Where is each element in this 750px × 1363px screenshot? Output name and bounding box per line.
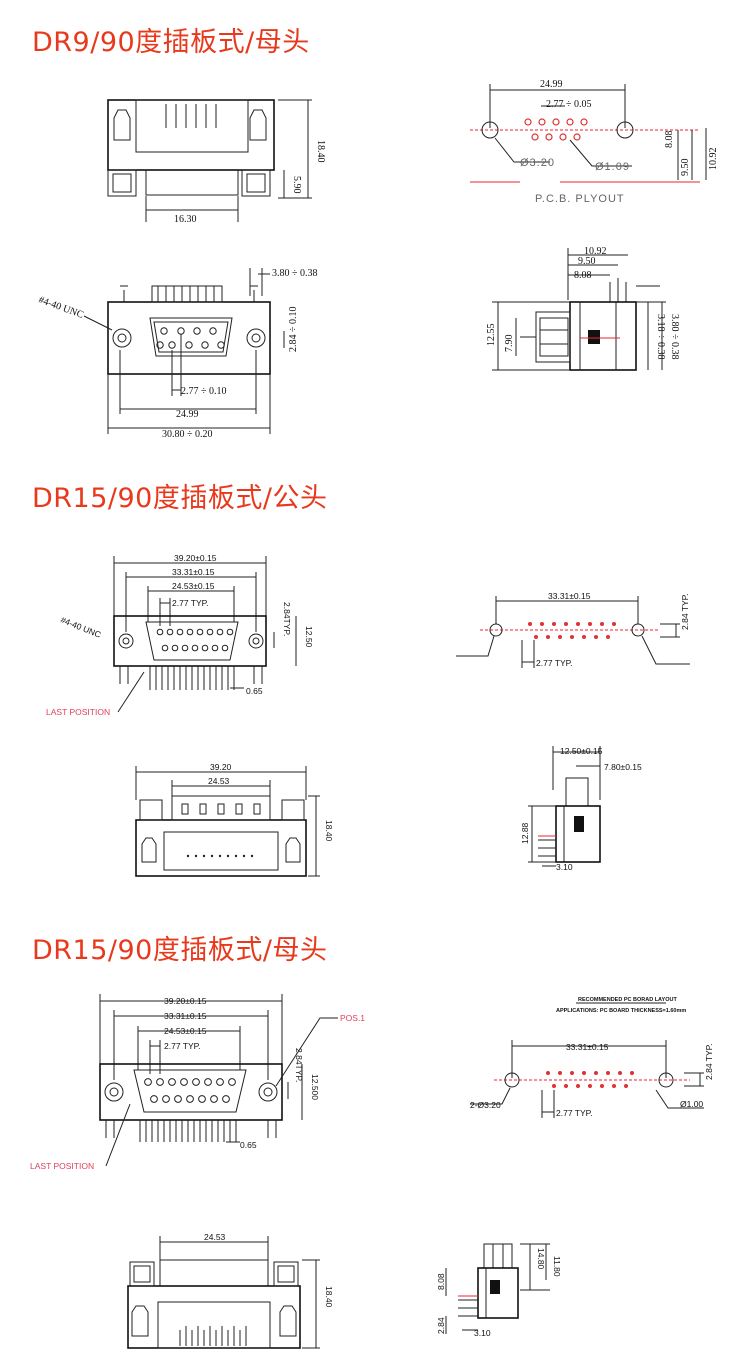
dr15f-side-b: 14.80 [536, 1248, 546, 1270]
dr9-side-view: 10.92 9.50 8.08 12.55 7.90 3.18 ÷ 0.38 3… [486, 246, 680, 371]
dr15m-overall: 39.20±0.15 [174, 553, 217, 563]
dr9-width-label: 16.30 [174, 214, 197, 225]
dr15m-pcb-row: 2.84 TYP. [680, 593, 690, 630]
dr15m-side-height: 12.88 [520, 822, 530, 844]
dr15f-pcb-pitch: 2.77 TYP. [556, 1108, 593, 1118]
dr15f-pcb-row: 2.84 TYP. [704, 1043, 714, 1080]
dr15m-top-height: 18.40 [324, 820, 334, 842]
dr9-pcb-d1: 8.08 [664, 131, 675, 149]
dr15m-side-w1: 12.50±0.15 [560, 746, 603, 756]
dr15f-pcb-heading: RECOMMENDED PC BORAD LAYOUT [578, 997, 677, 1003]
dr15f-body: 24.53±0.15 [164, 1026, 207, 1036]
dr9-pcb-width: 24.99 [540, 79, 563, 90]
dr9-side-r2: 3.80 ÷ 0.38 [669, 314, 680, 360]
dr15f-pcb-small: Ø1.00 [680, 1099, 703, 1109]
dr15m-top-body: 24.53 [208, 776, 230, 786]
dr15m-holes: 33.31±0.15 [172, 567, 215, 577]
dr9-pin-offset: 3.80 ÷ 0.38 [272, 268, 318, 279]
dr15f-height: 12.500 [310, 1074, 320, 1100]
section-title-dr15-male: DR15/90度插板式/公头 [32, 483, 328, 514]
dr15m-row: 2.84TYP. [282, 602, 292, 636]
dr9-pcb-d3: 10.92 [708, 148, 719, 171]
dr9-side-d1: 10.92 [584, 246, 607, 257]
dr9-front-view: #4-40 UNC 3.80 ÷ 0.38 2.77 ÷ 0.10 2.84 ÷… [37, 268, 318, 440]
dr9-overall-width: 30.80 ÷ 0.20 [162, 429, 213, 440]
dr9-thread-label: #4-40 UNC [37, 294, 85, 321]
dr9-top-view: 16.30 18.40 5.90 [107, 99, 326, 225]
dr15f-side-view: 8.08 14.80 11.80 2.84 3.10 [436, 1243, 562, 1338]
dr15f-pcb-layout: RECOMMENDED PC BORAD LAYOUT APPLICATIONS… [470, 997, 714, 1118]
dr15m-top-overall: 39.20 [210, 762, 232, 772]
dr15m-top-view: 39.20 24.53 18.40 [135, 762, 334, 877]
dr15f-pcb-holes: 2-Ø3.20 [470, 1100, 501, 1110]
dr15f-top-height: 18.40 [324, 1286, 334, 1308]
dr15f-last-position: LAST POSITION [30, 1161, 94, 1171]
dr15m-pin: 0.65 [246, 686, 263, 696]
dr15m-side-w2: 7.80±0.15 [604, 762, 642, 772]
dr15m-pcb-width: 33.31±0.15 [548, 591, 591, 601]
dr15m-height: 12.50 [304, 626, 314, 648]
dr9-hole-small: Ø1.09 [595, 161, 630, 173]
dr9-height-label: 18.40 [315, 140, 326, 163]
dr15f-side-pin: 3.10 [474, 1328, 491, 1338]
dr15m-side-pin: 3.10 [556, 862, 573, 872]
dr15f-row: 2.84TYP. [294, 1048, 304, 1082]
dr15f-pos1: POS.1 [340, 1013, 365, 1023]
dr15m-last-position: LAST POSITION [46, 707, 110, 717]
dr9-pcb-d2: 9.50 [680, 159, 691, 177]
dr15f-holes: 33.31±0.15 [164, 1011, 207, 1021]
dr15f-pcb-width: 33.31±0.15 [566, 1042, 609, 1052]
dr9-side-height: 12.55 [486, 324, 497, 347]
dr9-depth-label: 5.90 [291, 176, 302, 194]
dr9-side-mid: 7.90 [504, 335, 515, 353]
dr9-front-width: 24.99 [176, 409, 199, 420]
dr15m-side-view: 12.50±0.15 7.80±0.15 12.88 3.10 [520, 746, 642, 872]
dr15f-pitch: 2.77 TYP. [164, 1041, 201, 1051]
dr15m-pcb-layout: 33.31±0.15 2.77 TYP. 2.84 TYP. [456, 591, 690, 668]
dr15f-side-c: 11.80 [552, 1256, 562, 1277]
dr9-pcb-layout: 24.99 2.77 ÷ 0.05 Ø3.20 Ø1.09 8.08 9.50 … [470, 79, 719, 205]
dr15m-pitch: 2.77 TYP. [172, 598, 209, 608]
section-title-dr9-female: DR9/90度插板式/母头 [32, 27, 310, 58]
dr15f-pcb-note: APPLICATIONS: PC BOARD THICKNESS=1.60mm [556, 1008, 686, 1014]
dr9-hole-large: Ø3.20 [520, 157, 555, 169]
dr15f-pin: 0.65 [240, 1140, 257, 1150]
dr15f-overall: 39.20±0.15 [164, 996, 207, 1006]
dr15m-pcb-pitch: 2.77 TYP. [536, 658, 573, 668]
section-title-dr15-female: DR15/90度插板式/母头 [32, 935, 328, 966]
dr9-row-label: 2.84 ÷ 0.10 [288, 307, 299, 353]
dr9-pcb-pitch: 2.77 ÷ 0.05 [546, 99, 592, 110]
dr15f-front-view: 39.20±0.15 33.31±0.15 24.53±0.15 2.77 TY… [30, 994, 365, 1171]
dr15f-top-view: 24.53 18.40 [127, 1232, 334, 1349]
dr9-side-r1: 3.18 ÷ 0.38 [655, 314, 666, 360]
dr15m-body: 24.53±0.15 [172, 581, 215, 591]
dr15m-front-view: 39.20±0.15 33.31±0.15 24.53±0.15 2.77 TY… [46, 553, 314, 717]
dr15m-thread: #4-40 UNC [59, 615, 102, 640]
dr9-side-d3: 8.08 [574, 270, 592, 281]
dr9-side-d2: 9.50 [578, 256, 596, 267]
dr9-pitch-label: 2.77 ÷ 0.10 [181, 386, 227, 397]
dr15f-top-body: 24.53 [204, 1232, 226, 1242]
dr15f-side-a: 8.08 [436, 1273, 446, 1290]
dr9-pcb-caption: P.C.B. PLYOUT [535, 193, 625, 205]
dr15f-side-d: 2.84 [436, 1317, 446, 1334]
